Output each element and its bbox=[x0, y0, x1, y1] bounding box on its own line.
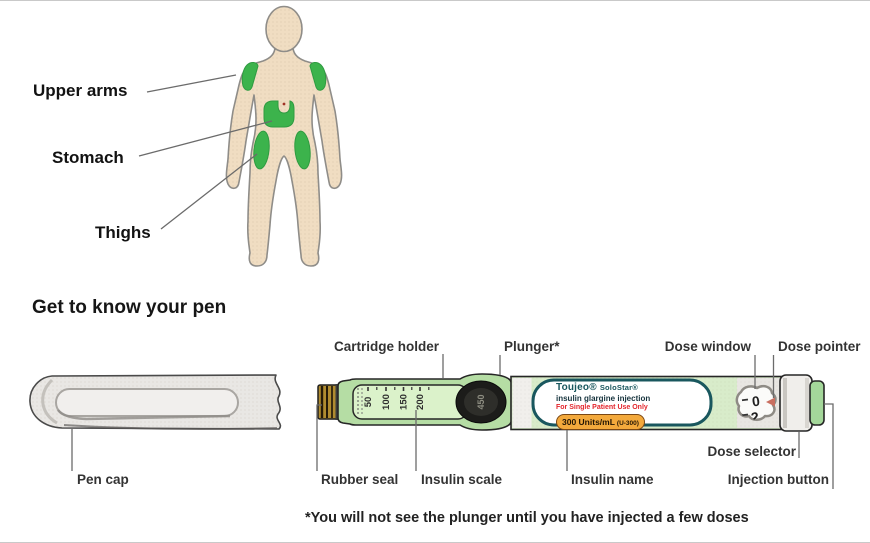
injection-button bbox=[809, 380, 825, 426]
scale-number-100: 100 bbox=[381, 394, 392, 410]
pen-generic-name: insulin glargine injection bbox=[556, 394, 651, 403]
scale-number-50: 50 bbox=[363, 397, 374, 408]
label-rubber-seal: Rubber seal bbox=[321, 472, 399, 487]
body-head-texture bbox=[266, 6, 302, 52]
label-insulin-scale: Insulin scale bbox=[421, 472, 503, 487]
scale-number-450: 450 bbox=[476, 394, 486, 409]
scale-number-150: 150 bbox=[399, 394, 410, 410]
label-upper-arms: Upper arms bbox=[33, 81, 128, 100]
pen-leader-lines bbox=[71, 354, 834, 489]
pen-cap-clip bbox=[55, 388, 239, 417]
label-dose-selector: Dose selector bbox=[707, 444, 796, 459]
label-plunger: Plunger* bbox=[504, 339, 560, 354]
leader-rubber-seal bbox=[316, 404, 322, 471]
insulin-scale-numbers: 50 100 150 200 bbox=[363, 394, 426, 410]
site-patch-right-arm bbox=[309, 62, 327, 91]
label-dose-window: Dose window bbox=[664, 339, 751, 354]
pen-body-drawing: 50 100 150 200 450 bbox=[71, 354, 834, 489]
leader-stomach bbox=[138, 120, 273, 157]
site-patch-left-arm bbox=[241, 62, 259, 91]
label-insulin-name: Insulin name bbox=[571, 472, 654, 487]
scale-number-200: 200 bbox=[415, 394, 426, 410]
leader-upper-arms bbox=[146, 74, 237, 93]
dose-selector-shade-right bbox=[805, 378, 809, 428]
dose-window-digits: 0 2 bbox=[741, 393, 761, 426]
label-thighs: Thighs bbox=[95, 223, 151, 242]
section-heading: Get to know your pen bbox=[32, 297, 227, 318]
dose-pointer bbox=[766, 397, 775, 407]
plunger-footnote: *You will not see the plunger until you … bbox=[305, 510, 749, 526]
leader-thighs bbox=[160, 153, 258, 230]
pen-cap-drawing bbox=[29, 374, 282, 430]
label-injection-button: Injection button bbox=[727, 472, 829, 487]
dose-window-value: 0 bbox=[751, 393, 761, 410]
dose-window-next-value: 2 bbox=[750, 409, 760, 426]
site-patch-left-thigh bbox=[253, 130, 270, 170]
pen-strength: 300 Units/mL bbox=[562, 417, 615, 427]
pen-cap-clip-shadow bbox=[57, 409, 231, 421]
navel-mark bbox=[282, 102, 286, 106]
pen-cap-left-highlight bbox=[41, 378, 58, 425]
label-dose-pointer: Dose pointer bbox=[778, 339, 861, 354]
pen-strength-code: (U-300) bbox=[616, 420, 639, 427]
insulin-scale-ticks bbox=[367, 387, 430, 391]
label-stomach: Stomach bbox=[52, 148, 124, 167]
pen-warning-text: For Single Patient Use Only bbox=[556, 404, 648, 411]
pen-brand-name: Toujeo® bbox=[556, 382, 597, 393]
dose-selector-shade-left bbox=[783, 378, 787, 428]
leader-injection-button bbox=[824, 403, 834, 489]
pen-cap-bottom-shadow bbox=[63, 424, 278, 430]
site-patch-right-thigh bbox=[294, 130, 311, 170]
body-figure bbox=[138, 5, 343, 267]
pen-strength-pill: 300 Units/mL(U-300) bbox=[556, 414, 645, 430]
pen-model-name: SoloStar® bbox=[599, 383, 638, 392]
label-cartridge-holder: Cartridge holder bbox=[334, 339, 440, 354]
plunger-inner bbox=[464, 388, 498, 416]
pen-printed-label: Toujeo®SoloStar® insulin glargine inject… bbox=[556, 382, 716, 430]
label-pen-cap: Pen cap bbox=[77, 472, 129, 487]
pen-brand-line: Toujeo®SoloStar® bbox=[556, 382, 716, 393]
